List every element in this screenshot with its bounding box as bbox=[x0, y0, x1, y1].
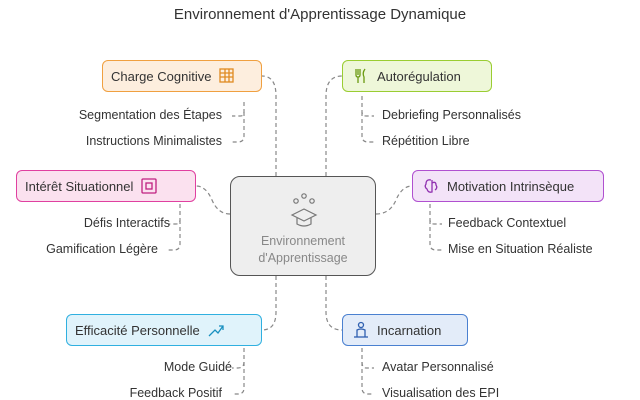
person-icon bbox=[351, 320, 371, 340]
node-motivation-intrinseque[interactable]: Motivation Intrinsèque bbox=[412, 170, 604, 202]
node-efficacite-personnelle[interactable]: Efficacité Personnelle bbox=[66, 314, 262, 346]
sub-item: Feedback Contextuel bbox=[448, 216, 567, 230]
center-node: Environnement d'Apprentissage bbox=[230, 176, 376, 276]
diagram-title: Environnement d'Apprentissage Dynamique bbox=[173, 6, 467, 23]
node-label: Motivation Intrinsèque bbox=[447, 178, 575, 194]
node-autoregulation[interactable]: Autorégulation bbox=[342, 60, 492, 92]
node-charge-cognitive[interactable]: Charge Cognitive bbox=[102, 60, 262, 92]
node-interet-situationnel[interactable]: Intérêt Situationnel bbox=[16, 170, 196, 202]
node-label: Charge Cognitive bbox=[111, 68, 212, 84]
frame-icon bbox=[139, 176, 159, 196]
sub-item: Gamification Légère bbox=[46, 242, 158, 256]
sub-item: Répétition Libre bbox=[382, 134, 470, 148]
node-label: Intérêt Situationnel bbox=[25, 178, 134, 194]
sub-item: Feedback Positif bbox=[129, 386, 222, 400]
utensils-icon bbox=[351, 66, 371, 86]
center-line-1: Environnement bbox=[260, 234, 346, 248]
node-label: Incarnation bbox=[377, 322, 442, 338]
sub-item: Debriefing Personnalisés bbox=[382, 108, 521, 122]
node-label: Autorégulation bbox=[377, 68, 461, 84]
growth-icon bbox=[206, 320, 226, 340]
sub-item: Mode Guidé bbox=[163, 360, 232, 374]
sub-item: Avatar Personnalisé bbox=[382, 360, 494, 374]
graduation-cap-icon bbox=[290, 193, 318, 227]
sub-item: Visualisation des EPI bbox=[382, 386, 500, 400]
sub-item: Instructions Minimalistes bbox=[85, 134, 222, 148]
sub-item: Défis Interactifs bbox=[83, 216, 170, 230]
sub-item: Mise en Situation Réaliste bbox=[448, 242, 593, 256]
center-label: Environnement d'Apprentissage bbox=[231, 233, 375, 267]
brain-icon bbox=[421, 176, 441, 196]
node-label: Efficacité Personnelle bbox=[75, 322, 200, 338]
node-incarnation[interactable]: Incarnation bbox=[342, 314, 468, 346]
table-icon bbox=[217, 66, 237, 86]
center-line-2: d'Apprentissage bbox=[258, 251, 348, 265]
sub-item: Segmentation des Étapes bbox=[78, 108, 222, 122]
